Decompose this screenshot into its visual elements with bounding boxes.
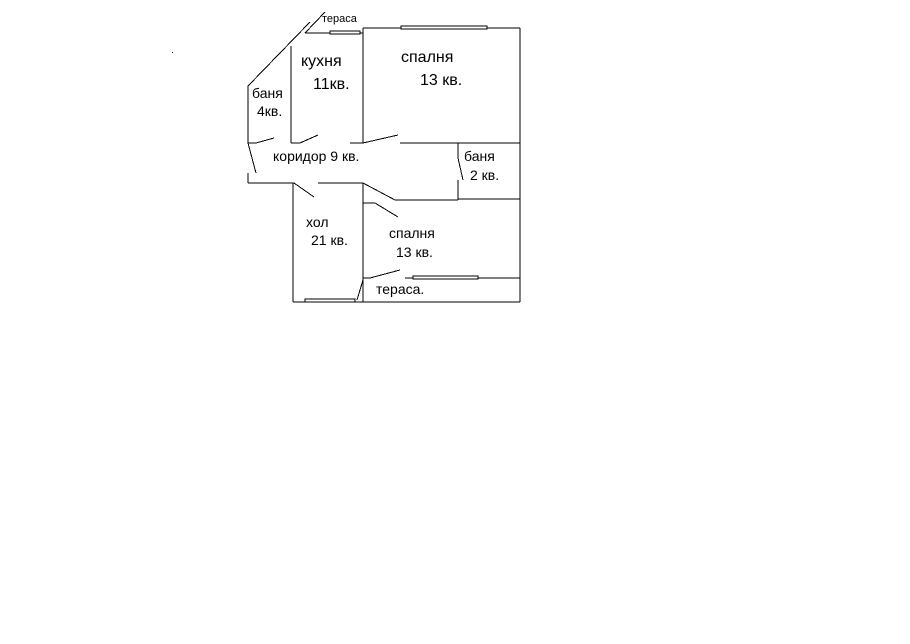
kitchen-area: 11кв. [313,76,350,93]
wall-diagonal-inner [304,11,326,34]
door-terrace-hall [356,279,364,301]
doors [247,134,464,301]
wall-diagonal-left [247,21,311,87]
door-bath [255,137,275,144]
door-bedroom-top [362,134,399,144]
door-bedroom-bottom [374,202,399,218]
bath-right-area: 2 кв. [470,167,499,183]
corridor-label: коридор 9 кв. [273,148,359,164]
bath-left-area: 4кв. [257,103,282,119]
terrace-bottom-label: тераса. [376,281,424,297]
door-kitchen [299,134,319,144]
window-top-kitchen [329,30,361,35]
bath-right-name: баня [464,148,495,164]
window-bottom-bedroom [412,275,479,280]
terrace-top-label: тераса [322,13,358,25]
bedroom-top-name: спалня [401,49,453,66]
kitchen-name: кухня [301,53,342,70]
windows [304,25,488,303]
bedroom-bottom-area: 13 кв. [396,244,433,260]
bath-left-name: баня [252,85,283,101]
door-terrace-bottom [369,269,401,279]
stray-dot [172,52,173,53]
hall-area: 21 кв. [311,232,348,248]
bedroom-bottom-name: спалня [389,225,435,241]
hall-name: хол [306,214,329,230]
window-bottom-hall [304,298,356,303]
window-top-bedroom [400,25,488,30]
door-hall [293,182,315,198]
door-bath-right [457,157,464,181]
bedroom-top-area: 13 кв. [420,72,462,89]
walls [247,11,521,303]
door-corridor-right [362,182,396,201]
door-bath-left [247,142,257,174]
